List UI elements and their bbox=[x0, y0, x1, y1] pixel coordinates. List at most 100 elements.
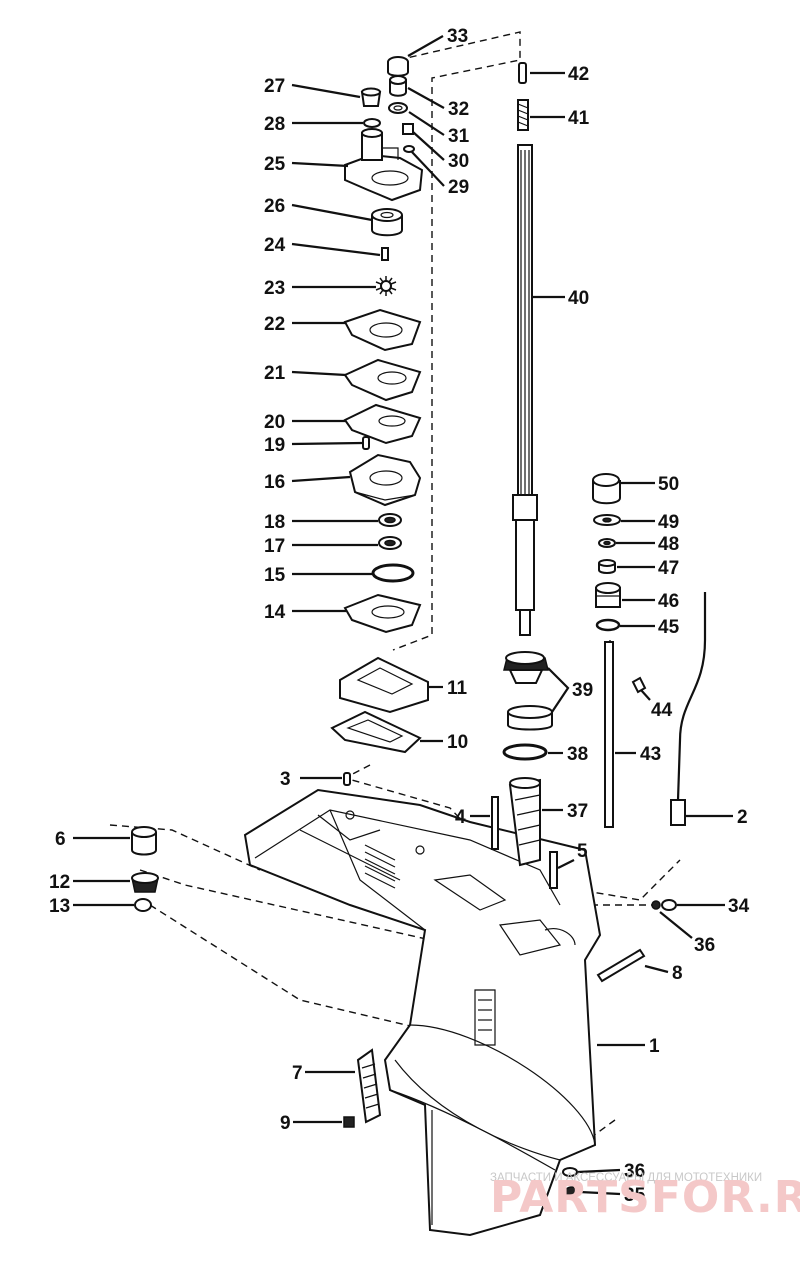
shim bbox=[502, 743, 548, 761]
insert bbox=[371, 208, 403, 237]
washer bbox=[388, 102, 408, 114]
gear-housing bbox=[243, 788, 602, 1237]
callout-32: 32 bbox=[448, 99, 469, 120]
callout-30: 30 bbox=[448, 151, 469, 172]
callout-15: 15 bbox=[264, 565, 286, 586]
dowel-pin bbox=[343, 772, 351, 786]
impeller bbox=[375, 276, 397, 296]
face-plate bbox=[343, 358, 422, 402]
leader-lines bbox=[73, 35, 733, 1196]
gasket bbox=[330, 710, 422, 754]
callout-20: 20 bbox=[264, 412, 285, 433]
plate bbox=[339, 656, 429, 714]
callout-4: 4 bbox=[455, 807, 466, 828]
washer bbox=[403, 145, 415, 153]
seal bbox=[598, 559, 616, 574]
callout-12: 12 bbox=[49, 872, 70, 893]
callout-34: 34 bbox=[728, 896, 750, 917]
o-ring bbox=[595, 618, 621, 632]
callout-47: 47 bbox=[658, 558, 679, 579]
washer bbox=[562, 1167, 578, 1177]
screw bbox=[651, 899, 677, 911]
bushing bbox=[131, 826, 157, 856]
callout-9: 9 bbox=[280, 1113, 291, 1134]
gasket bbox=[343, 403, 422, 445]
nut bbox=[134, 898, 152, 912]
shift-shaft bbox=[604, 641, 614, 828]
callout-40: 40 bbox=[568, 288, 589, 309]
o-ring bbox=[598, 538, 616, 548]
callout-26: 26 bbox=[264, 196, 285, 217]
callout-38: 38 bbox=[567, 744, 588, 765]
callout-49: 49 bbox=[658, 512, 679, 533]
housing-vent-slots bbox=[364, 844, 492, 1031]
speedometer-tube bbox=[670, 592, 707, 826]
gasket bbox=[343, 308, 422, 352]
callout-11: 11 bbox=[447, 678, 468, 699]
callout-36-upper: 36 bbox=[694, 935, 715, 956]
stud bbox=[549, 851, 558, 889]
seal bbox=[378, 513, 402, 527]
callout-35: 35 bbox=[624, 1185, 646, 1206]
bushing bbox=[595, 582, 621, 608]
callout-18: 18 bbox=[264, 512, 285, 533]
callout-27: 27 bbox=[264, 76, 285, 97]
water-inlet-screen bbox=[356, 1048, 382, 1124]
bushing bbox=[389, 75, 407, 97]
stud bbox=[491, 796, 499, 850]
callout-16: 16 bbox=[264, 472, 285, 493]
callout-36-lower: 36 bbox=[624, 1161, 645, 1182]
seal bbox=[378, 536, 402, 550]
callout-25: 25 bbox=[264, 154, 286, 175]
callout-31: 31 bbox=[448, 126, 470, 147]
callout-14: 14 bbox=[264, 602, 286, 623]
water-tube-seal bbox=[508, 777, 541, 867]
callout-43: 43 bbox=[640, 744, 661, 765]
callout-44: 44 bbox=[651, 700, 673, 721]
spring bbox=[517, 99, 529, 131]
callout-6: 6 bbox=[55, 829, 66, 850]
bearing-race bbox=[507, 705, 553, 731]
callout-46: 46 bbox=[658, 591, 679, 612]
pin bbox=[518, 62, 527, 84]
callout-10: 10 bbox=[447, 732, 468, 753]
screw bbox=[564, 1186, 580, 1198]
bevel-gear bbox=[503, 651, 549, 684]
watermark-brand: PARTSFOR.RU bbox=[490, 1172, 800, 1223]
callout-22: 22 bbox=[264, 314, 285, 335]
bushing bbox=[360, 87, 382, 107]
shift-coupler bbox=[592, 473, 621, 505]
callout-21: 21 bbox=[264, 363, 286, 384]
callout-2: 2 bbox=[737, 807, 748, 828]
retainer bbox=[631, 676, 647, 694]
gasket bbox=[343, 593, 422, 634]
bearing-cap bbox=[387, 56, 409, 77]
key bbox=[381, 247, 389, 261]
seal bbox=[363, 118, 381, 128]
callout-17: 17 bbox=[264, 536, 285, 557]
callout-37: 37 bbox=[567, 801, 588, 822]
callout-5: 5 bbox=[577, 841, 588, 862]
o-ring bbox=[371, 563, 415, 583]
bolt bbox=[596, 948, 646, 983]
pinion-gear bbox=[131, 872, 159, 893]
callout-28: 28 bbox=[264, 114, 285, 135]
callout-7: 7 bbox=[292, 1063, 303, 1084]
pump-housing bbox=[344, 128, 424, 202]
callout-24: 24 bbox=[264, 235, 286, 256]
callout-23: 23 bbox=[264, 278, 285, 299]
washer bbox=[593, 514, 621, 526]
dowel-pin bbox=[362, 436, 370, 450]
callout-50: 50 bbox=[658, 474, 679, 495]
callout-3: 3 bbox=[280, 769, 291, 790]
drive-shaft bbox=[512, 144, 538, 636]
pump-base bbox=[348, 453, 422, 507]
callout-45: 45 bbox=[658, 617, 680, 638]
callout-42: 42 bbox=[568, 64, 589, 85]
callout-labels: 33 42 27 32 41 28 31 30 25 29 26 24 23 4… bbox=[49, 26, 750, 1206]
nut bbox=[343, 1116, 355, 1128]
callout-39: 39 bbox=[572, 680, 593, 701]
callout-8: 8 bbox=[672, 963, 683, 984]
callout-19: 19 bbox=[264, 435, 285, 456]
